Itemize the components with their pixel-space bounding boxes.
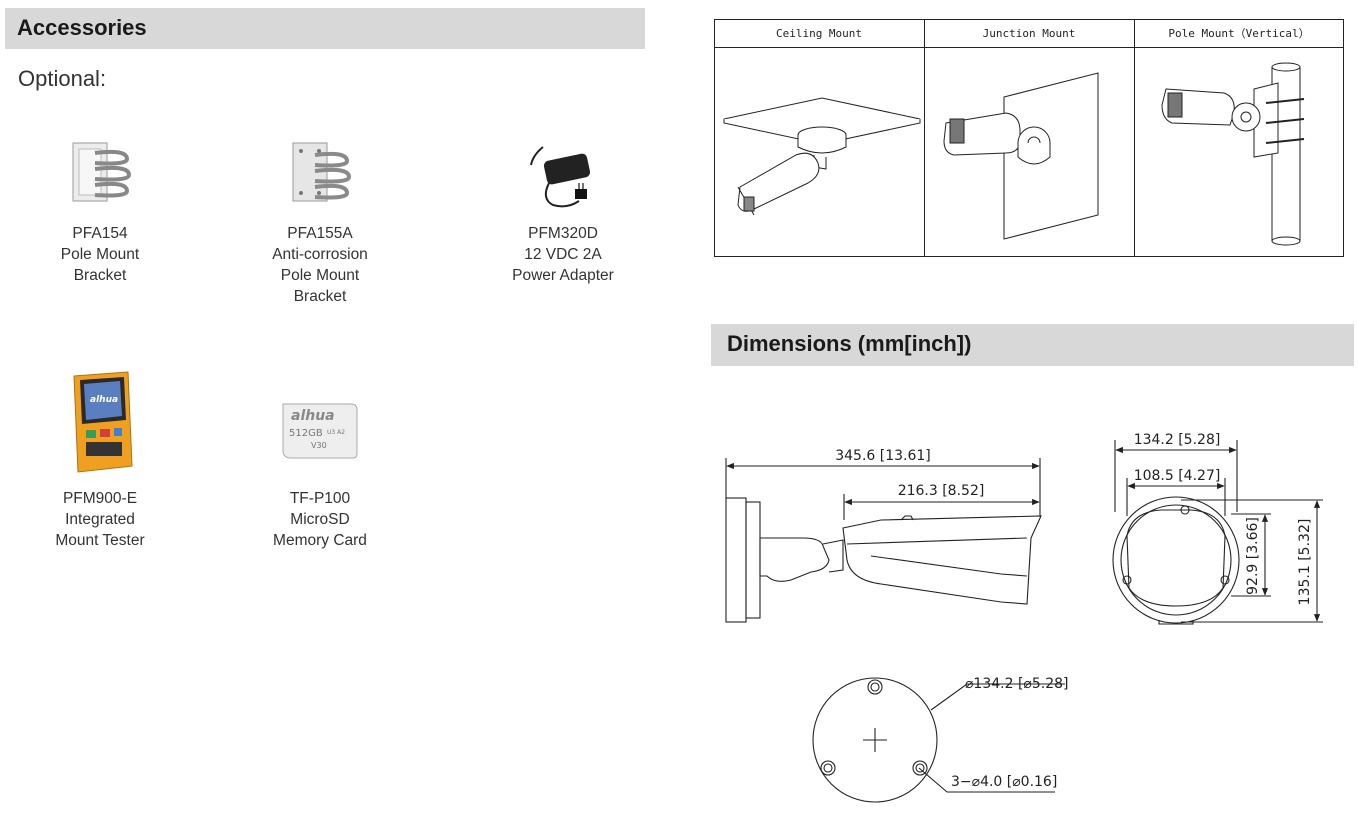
desc-line: Integrated [65,511,135,528]
anti-corrosion-bracket-icon [292,142,352,202]
desc-line: Anti-corrosion [272,246,368,263]
card-capacity: 512GB [289,428,323,439]
optional-label: Optional: [18,66,107,91]
accessory-pfa154: PFA154 Pole Mount Bracket [0,135,200,286]
card-class: U3 A2 [327,429,345,436]
junction-mount-header: Junction Mount [983,27,1076,40]
tester-brand: alhua [90,395,118,405]
side-view-drawing [725,458,1042,623]
desc-line: MicroSD [290,511,350,528]
desc-line: Mount Tester [55,532,145,549]
model-label: TF-P100 [289,490,351,507]
front-inner-height: 92.9 [3.66] [1245,517,1261,595]
front-outer-height: 135.1 [5.32] [1297,519,1313,606]
junction-mount-drawing [943,72,1099,240]
ceiling-mount-drawing [723,97,921,216]
mount-tester-icon: alhua [73,371,133,473]
dimensions-heading: Dimensions (mm[inch]) [711,324,1354,366]
dimension-drawings: 345.6 [13.61] 216.3 [8.52] 134.2 [5.28] … [725,432,1323,803]
pole-mount-header: Pole Mount（Vertical） [1168,27,1309,40]
desc-line: Pole Mount [280,267,360,284]
base-holes: 3−⌀4.0 [⌀0.16] [951,774,1057,790]
ceiling-mount-header: Ceiling Mount [776,27,862,40]
model-label: PFA155A [287,225,353,242]
desc-line: Bracket [73,267,127,284]
model-label: PFM900-E [62,490,138,507]
desc-line: Pole Mount [60,246,140,263]
card-speed: V30 [311,441,327,450]
accessory-pfm900e: alhua PFM900-E Integrated Mount Tester [0,368,200,551]
front-view-drawing [1112,440,1323,625]
model-label: PFA154 [72,225,128,242]
base-plate-drawing [812,677,1065,803]
accessory-pfm320d: PFM320D 12 VDC 2A Power Adapter [463,135,663,286]
front-outer-width: 134.2 [5.28] [1134,432,1221,448]
microsd-card-icon: alhua 512GB U3 A2 V30 [282,403,358,459]
front-inner-width: 108.5 [4.27] [1134,468,1221,484]
desc-line: Memory Card [273,532,367,549]
base-diameter: ⌀134.2 [⌀5.28] [965,676,1068,692]
model-label: PFM320D [528,225,598,242]
accessory-pfa155a: PFA155A Anti-corrosion Pole Mount Bracke… [220,135,420,307]
accessories-heading: Accessories [5,8,645,49]
accessory-tfp100: alhua 512GB U3 A2 V30 TF-P100 MicroSD Me… [220,400,420,551]
desc-line: Bracket [293,288,347,305]
card-brand: alhua [291,408,335,424]
mount-options-table: Ceiling Mount Junction Mount Pole Mount（… [714,19,1344,257]
pole-mount-drawing [1161,62,1305,246]
desc-line: 12 VDC 2A [524,246,602,263]
side-total-length: 345.6 [13.61] [835,448,931,464]
desc-line: Power Adapter [512,267,614,284]
side-body-length: 216.3 [8.52] [898,483,985,499]
power-adapter-icon [530,146,591,208]
pole-mount-bracket-icon [72,142,132,202]
